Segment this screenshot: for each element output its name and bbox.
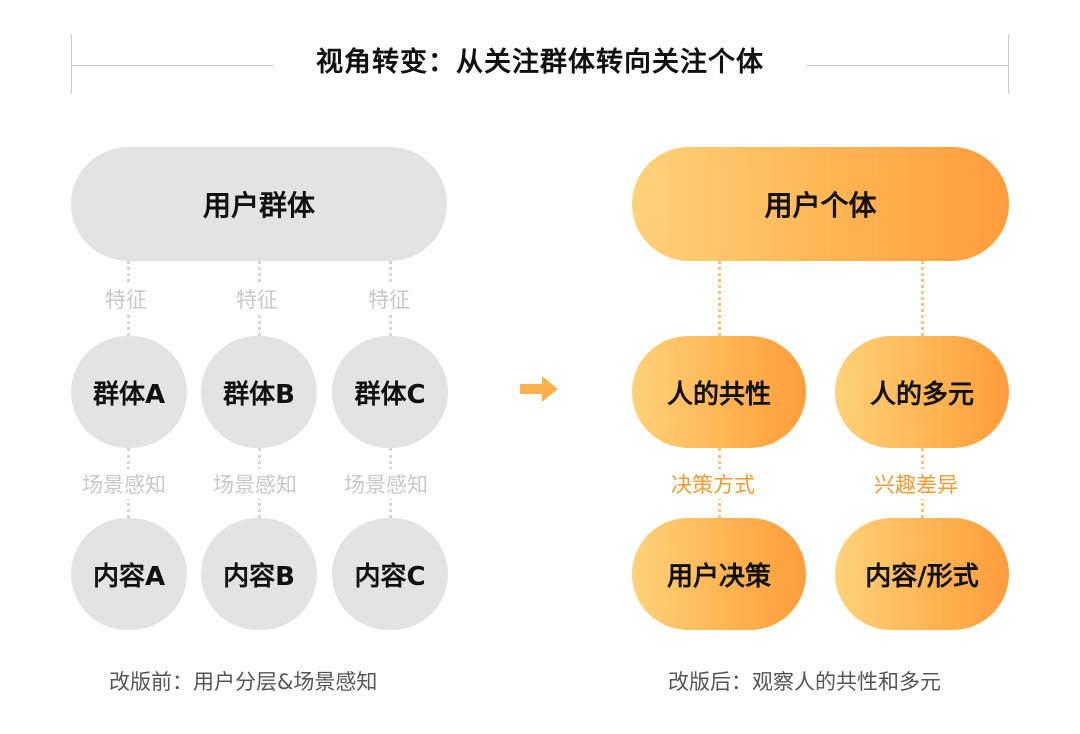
user-group-label: 用户群体	[202, 189, 315, 222]
trait-label: 人的多元	[869, 379, 974, 410]
header-right-line	[806, 65, 1009, 66]
left-caption: 改版前：用户分层&场景感知	[109, 670, 378, 694]
content-label: 内容C	[354, 561, 426, 592]
header-right-tick	[1008, 34, 1009, 94]
trait-label: 人的共性	[666, 379, 771, 410]
user-group-pill: 用户群体	[71, 147, 447, 261]
content-label: 内容B	[223, 561, 295, 592]
result-label: 内容/形式	[865, 561, 979, 592]
page-title: 视角转变：从关注群体转向关注个体	[316, 47, 764, 78]
decision-mode-label: 决策方式	[669, 469, 757, 499]
header-left-line	[71, 65, 274, 66]
group-label: 群体A	[92, 379, 166, 410]
group-label: 群体C	[354, 379, 426, 410]
scene-label: 场景感知	[80, 469, 168, 499]
user-individual-pill: 用户个体	[632, 147, 1009, 261]
feature-label: 特征	[366, 284, 412, 314]
connector	[921, 261, 924, 336]
feature-label: 特征	[103, 284, 149, 314]
group-circle: 群体A	[71, 336, 187, 448]
connector	[718, 261, 721, 336]
user-individual-label: 用户个体	[764, 189, 877, 222]
header-left-tick	[71, 34, 72, 94]
right-caption: 改版后：观察人的共性和多元	[668, 670, 941, 694]
content-circle: 内容A	[71, 518, 187, 630]
group-circle: 群体B	[201, 336, 317, 448]
interest-diff-label: 兴趣差异	[872, 469, 960, 499]
arrow-right-icon	[520, 376, 558, 402]
result-pill: 内容/形式	[835, 518, 1009, 630]
content-label: 内容A	[92, 561, 166, 592]
group-label: 群体B	[223, 379, 295, 410]
trait-pill: 人的多元	[835, 336, 1009, 448]
feature-label: 特征	[234, 284, 280, 314]
content-circle: 内容C	[332, 518, 448, 630]
result-pill: 用户决策	[632, 518, 806, 630]
trait-pill: 人的共性	[632, 336, 806, 448]
scene-label: 场景感知	[211, 469, 299, 499]
group-circle: 群体C	[332, 336, 448, 448]
content-circle: 内容B	[201, 518, 317, 630]
scene-label: 场景感知	[342, 469, 430, 499]
result-label: 用户决策	[666, 561, 771, 592]
